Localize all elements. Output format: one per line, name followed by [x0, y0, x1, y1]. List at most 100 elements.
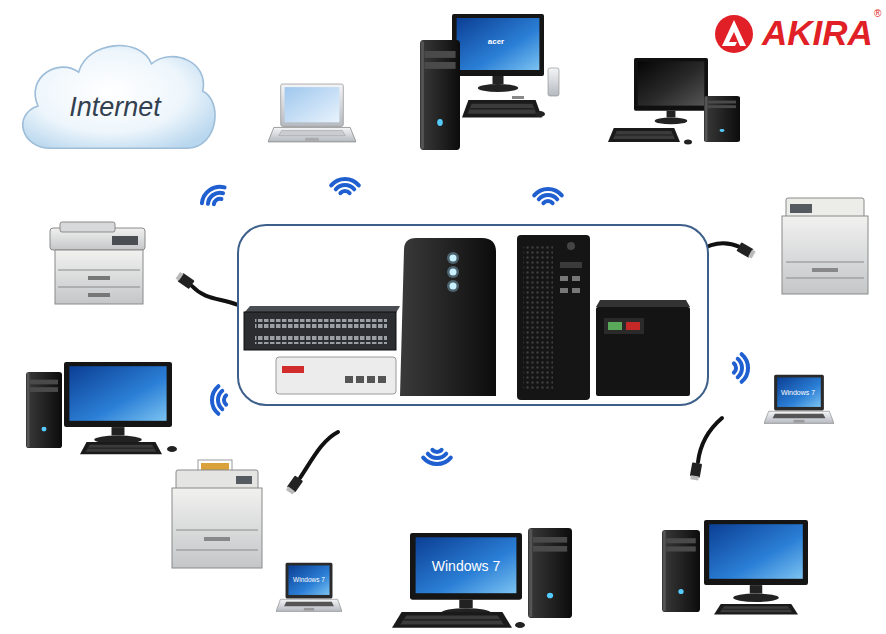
wireless-signal — [212, 386, 226, 414]
desktop-bottom-center — [515, 622, 525, 628]
color-printer — [172, 488, 262, 568]
acer-desktop — [462, 100, 542, 118]
desktop-top-right — [634, 58, 708, 124]
rj45-plug — [175, 271, 195, 289]
laptop-bottom-left — [276, 563, 342, 612]
laser-printer-right — [782, 216, 868, 294]
acer-desktop — [548, 68, 559, 96]
hp-server — [572, 276, 580, 281]
rj45-plug — [748, 250, 755, 259]
akira-logo-icon — [715, 15, 753, 53]
laptop-top — [268, 84, 356, 142]
copier — [88, 293, 110, 297]
ups — [604, 318, 644, 334]
desktop-left — [80, 442, 162, 454]
server-tower — [447, 266, 459, 278]
copier — [88, 276, 110, 280]
monitor-brand: acer — [488, 38, 504, 46]
network-cable — [698, 418, 722, 462]
laptop-bottom-left — [276, 563, 342, 612]
hp-server — [517, 235, 590, 400]
network-cable — [192, 286, 238, 305]
network-switch — [255, 319, 387, 329]
desktop-left — [26, 372, 62, 448]
rj45-plug — [285, 475, 303, 495]
server-tower — [450, 283, 457, 290]
akira-logo-icon — [715, 15, 753, 53]
wireless-signal — [212, 386, 226, 414]
router — [378, 376, 386, 383]
wireless-signal — [534, 189, 562, 203]
color-printer — [204, 537, 230, 541]
hp-server — [572, 288, 580, 293]
color-printer — [236, 476, 252, 484]
desktop-bottom-center — [410, 533, 522, 617]
wireless-signal — [734, 354, 748, 382]
laser-printer-right — [812, 268, 838, 272]
rj45-plug — [689, 462, 702, 480]
rj45-plug — [736, 242, 756, 259]
router — [276, 357, 396, 394]
server-tower — [450, 269, 457, 276]
rj45-plug — [690, 475, 699, 480]
laser-printer-right — [786, 198, 864, 218]
desktop-left — [64, 362, 172, 444]
copier — [112, 236, 138, 245]
rj45-plug — [176, 272, 184, 281]
hp-server — [560, 288, 568, 293]
laser-printer-right — [786, 278, 864, 279]
router — [356, 376, 364, 383]
network-switch — [255, 334, 387, 344]
laptop-top — [268, 84, 356, 142]
acer-desktop — [535, 111, 545, 117]
color-printer — [176, 470, 258, 490]
hp-server — [560, 262, 582, 268]
screen-text: Windows 7 — [781, 389, 815, 396]
laser-printer-right — [790, 204, 812, 213]
desktop-top-right — [608, 128, 680, 142]
router — [282, 366, 304, 373]
ups — [596, 300, 690, 307]
wireless-signal — [198, 182, 229, 209]
wireless-signal — [423, 450, 451, 464]
screen-text: Windows 7 — [293, 577, 325, 584]
network-cable — [300, 432, 338, 478]
desktop-bottom-center — [392, 528, 572, 628]
desktop-bottom-right — [704, 520, 808, 602]
network-switch — [244, 312, 396, 350]
acer-desktop — [420, 14, 559, 150]
acer-desktop — [420, 40, 460, 150]
acer-desktop — [512, 96, 524, 99]
ups — [626, 322, 640, 330]
color-printer — [176, 530, 258, 531]
copier — [55, 250, 143, 304]
desktop-top-right — [704, 96, 740, 142]
copier — [50, 222, 145, 304]
screen-text: Windows 7 — [432, 559, 500, 573]
cloud-outline — [23, 46, 215, 149]
hp-server — [567, 242, 575, 250]
copier — [58, 287, 140, 288]
registered-mark: ® — [874, 9, 881, 19]
hp-server — [523, 245, 553, 390]
wireless-signal — [198, 179, 748, 464]
desktop-left — [26, 362, 177, 454]
copier — [60, 222, 115, 232]
wireless-signal — [331, 179, 359, 193]
wireless-signal — [331, 179, 359, 193]
akira-logo-icon — [722, 20, 746, 46]
server-tower — [447, 252, 459, 264]
laser-printer-right — [782, 198, 868, 294]
ups — [608, 322, 622, 330]
server-room-frame — [238, 225, 708, 405]
brand-name: AKIRA — [762, 15, 873, 50]
node-text-holder: Internet — [69, 69, 161, 123]
hp-server — [560, 276, 568, 281]
copier — [58, 270, 140, 271]
hp-server — [517, 235, 590, 400]
desktop-top-right — [684, 140, 692, 145]
color-printer — [176, 550, 258, 551]
server-tower — [450, 255, 457, 262]
router — [276, 357, 396, 394]
